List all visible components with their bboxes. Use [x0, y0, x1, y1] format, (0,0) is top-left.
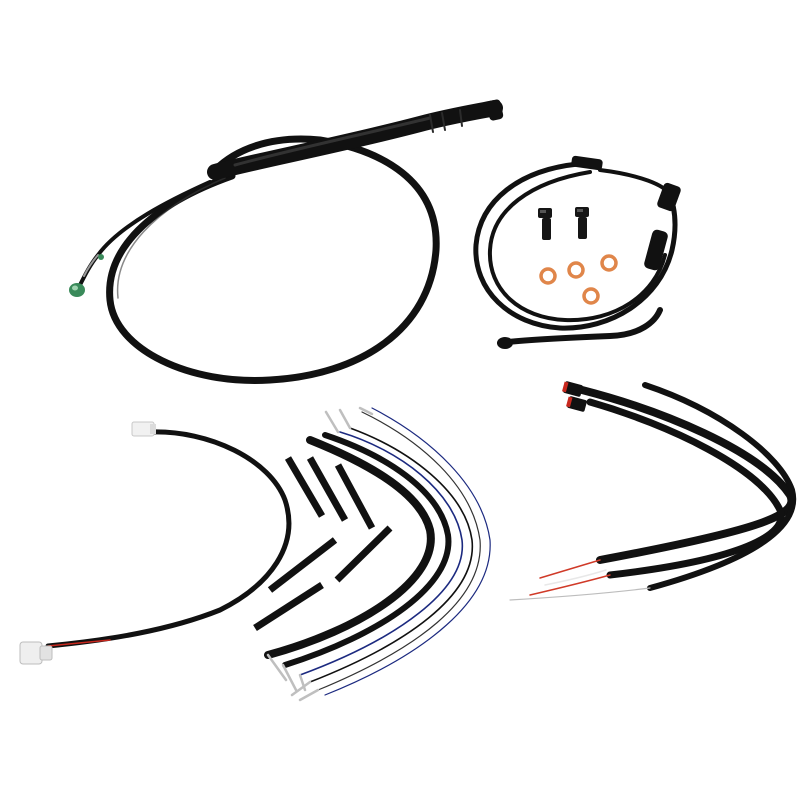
extension-wires: [264, 406, 491, 702]
washer-icon: [539, 267, 557, 285]
copper-crush-washers: [539, 254, 618, 305]
extension-harness: [19, 421, 292, 665]
tube-icon: [284, 456, 326, 518]
connector-icon: [566, 396, 587, 412]
washer-icon: [582, 287, 600, 305]
tube-icon: [267, 537, 338, 593]
heat-shrink-tubes: [253, 456, 393, 631]
connector-icon: [562, 381, 583, 397]
clutch-cable-loop: [106, 135, 440, 384]
tube-icon: [306, 456, 349, 522]
connector-lead-wires: [509, 381, 797, 601]
banjo-bolts: [538, 207, 589, 240]
tube-icon: [334, 463, 376, 530]
washer-icon: [567, 261, 585, 279]
tube-icon: [253, 582, 324, 631]
connector-icon: [19, 641, 53, 665]
clutch-cable-sheath: [207, 100, 503, 180]
clutch-cable-end-icon: [69, 283, 85, 297]
brake-line-top-fitting: [571, 155, 603, 171]
tube-icon: [334, 525, 393, 583]
brake-line-loop: [473, 161, 678, 331]
brake-line: [473, 155, 681, 349]
brake-line-right-fitting: [644, 182, 681, 271]
terminal-pins: [266, 653, 320, 702]
brake-line-bottom-fitting: [497, 307, 663, 349]
washer-icon: [600, 254, 618, 272]
clutch-cable: [69, 99, 504, 384]
banjo-bolt-icon: [538, 208, 552, 240]
banjo-bolt-icon: [575, 207, 589, 239]
connector-icon: [131, 421, 156, 437]
